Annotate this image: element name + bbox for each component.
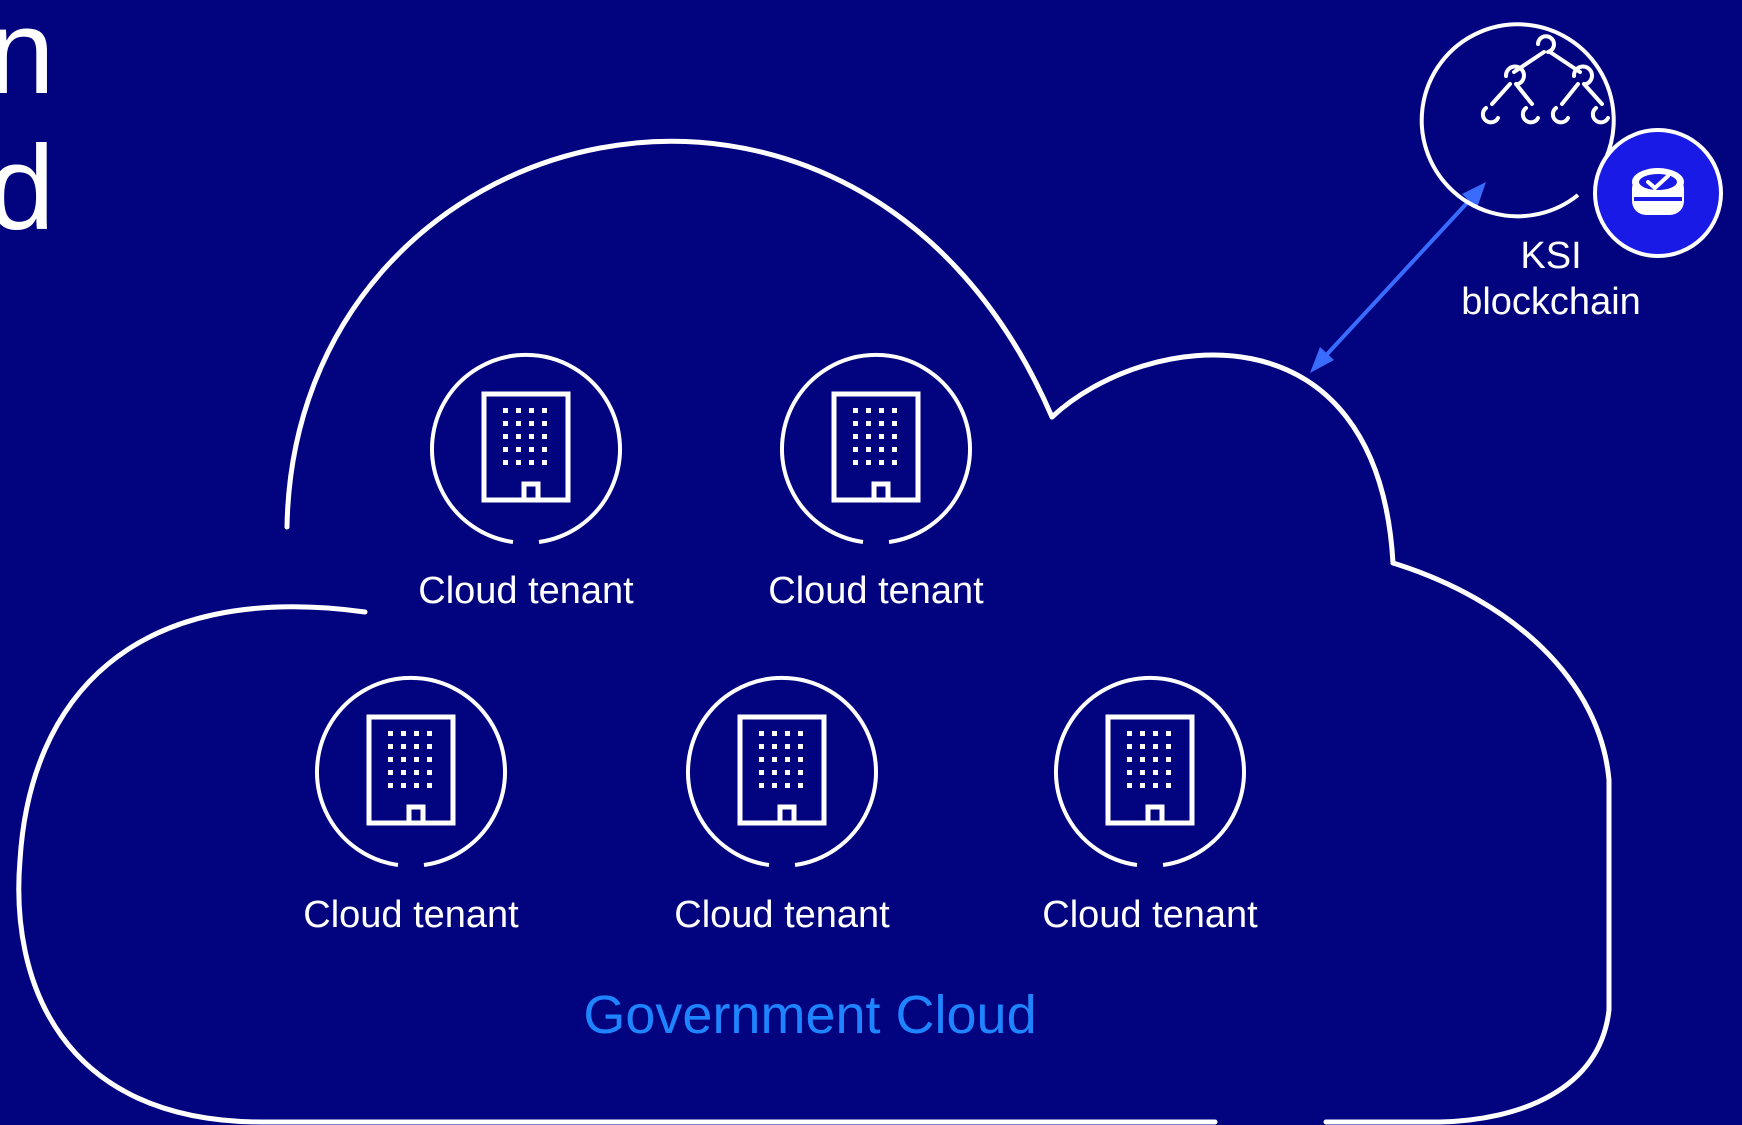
database-check-icon	[1593, 128, 1723, 258]
office-building-icon	[1108, 717, 1192, 823]
tenant-node-2	[780, 352, 972, 544]
tenant-node-5	[1054, 675, 1246, 867]
government-cloud-shape	[16, 138, 1612, 1125]
ksi-label-line-1: KSI	[1520, 235, 1582, 277]
ksi-blockchain-node	[1419, 22, 1723, 258]
tree-network-icon	[1480, 34, 1610, 125]
tenant-label-3: Cloud tenant	[303, 894, 519, 936]
office-building-icon	[740, 717, 824, 823]
office-building-icon	[369, 717, 453, 823]
cloud-title: Government Cloud	[583, 985, 1037, 1045]
tenant-label-4: Cloud tenant	[674, 894, 890, 936]
tenant-node-4	[686, 675, 878, 867]
ksi-label-line-2: blockchain	[1461, 280, 1641, 323]
ksi-blockchain-label: KSI blockchain	[1461, 234, 1641, 325]
cloud-ksi-link-arrow	[1310, 182, 1486, 373]
tenant-label-1: Cloud tenant	[418, 570, 634, 612]
tenant-label-2: Cloud tenant	[768, 570, 984, 612]
title-fragment-line-2: d	[0, 121, 55, 255]
office-building-icon	[834, 394, 918, 500]
tenant-node-1	[430, 352, 622, 544]
office-building-icon	[484, 394, 568, 500]
tenant-label-5: Cloud tenant	[1042, 894, 1258, 936]
title-fragment-line-1: n	[0, 0, 55, 119]
tenant-node-3	[315, 675, 507, 867]
